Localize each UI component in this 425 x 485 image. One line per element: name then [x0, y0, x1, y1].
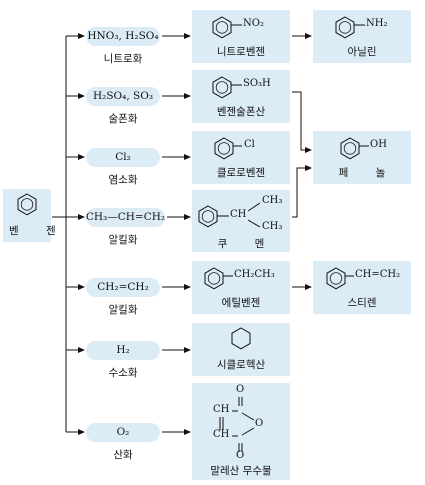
product-name-aniline: 아닐린: [347, 46, 377, 58]
anhydride-ring-oxygen: O: [255, 418, 264, 429]
vinyl-group-label: CH=CH₂: [355, 269, 401, 280]
hydroxyl-group-label: OH: [370, 139, 387, 150]
reagent-text-oxidation: O₂: [116, 426, 130, 438]
cumene-ch-label: CH: [230, 209, 247, 220]
reagent-text-alkylation-ethylene: CH₂=CH₂: [97, 281, 149, 293]
reaction-name-hydrogenation: 수소화: [108, 367, 138, 379]
product-name-styrene: 스티렌: [347, 297, 377, 309]
product-name-cyclohexane: 시클로헥산: [216, 359, 266, 371]
reaction-name-nitration: 니트로화: [103, 53, 143, 65]
product-box-nitrobenzene: NO₂ 니트로벤젠: [192, 10, 290, 63]
reaction-name-chlorination: 염소화: [108, 174, 138, 186]
reagent-pill-sulfonation: [86, 87, 160, 106]
benzene-label: 벤 젠: [9, 225, 68, 237]
maleic-anhydride-structure: [219, 397, 255, 452]
ethyl-group-label: CH₂CH₃: [234, 269, 275, 280]
reaction-name-sulfonation: 술폰화: [108, 113, 138, 125]
anhydride-bottom-oxygen: O: [236, 450, 245, 461]
product-box-aniline: NH₂ 아닐린: [313, 10, 411, 63]
reagent-pill-alkylation-ethylene: [86, 278, 160, 297]
phenol-structure: [340, 137, 369, 160]
reagent-pill-oxidation: [86, 423, 160, 442]
reaction-name-alkylation-propene: 알킬화: [108, 234, 138, 246]
reagent-pill-chlorination: [86, 148, 160, 167]
ethylbenzene-structure: [204, 267, 233, 290]
reaction-name-alkylation-ethylene: 알킬화: [108, 304, 138, 316]
anhydride-ch-bottom: CH: [213, 429, 230, 440]
product-box-cyclohexane: 시클로헥산: [192, 323, 290, 376]
benzenesulfonic-acid-structure: [212, 76, 242, 99]
product-name-maleic-anhydride: 말레산 무수물: [210, 465, 272, 477]
reagent-text-chlorination: Cl₂: [115, 151, 131, 163]
product-name-chlorobenzene: 클로로벤젠: [216, 167, 266, 179]
product-box-styrene: CH=CH₂ 스티렌: [313, 261, 411, 314]
reagent-pill-hydrogenation: [86, 341, 160, 360]
reagent-pill-alkylation-propene: [86, 208, 165, 227]
product-box-chlorobenzene: Cl 클로로벤젠: [192, 131, 290, 184]
reaction-name-oxidation: 산화: [113, 449, 133, 461]
aniline-structure: [335, 16, 365, 39]
product-box-cumene: CH CH₃ CH₃ 쿠 멘: [192, 190, 290, 252]
chlorobenzene-structure: [214, 137, 242, 160]
connector-lines: [52, 33, 312, 435]
cyclohexane-structure: [231, 327, 251, 350]
styrene-structure: [326, 267, 354, 290]
reagent-pill-nitration: [86, 27, 160, 46]
product-box-benzenesulfonic-acid: SO₃H 벤젠술폰산: [192, 70, 290, 123]
product-box-maleic-anhydride: O O O CH CH 말레산 무수물: [192, 383, 290, 480]
benzene-box: 벤 젠: [3, 189, 68, 242]
product-name-cumene: 쿠 멘: [217, 238, 277, 250]
product-box-phenol: OH 페 놀: [313, 131, 411, 184]
product-box-ethylbenzene: CH₂CH₃ 에틸벤젠: [192, 261, 290, 314]
cumene-methyl-bottom-label: CH₃: [262, 221, 283, 232]
cumene-structure: [198, 202, 261, 228]
reagent-text-nitration: HNO₃, H₂SO₄: [87, 30, 159, 42]
cumene-methyl-top-label: CH₃: [262, 195, 283, 206]
anhydride-top-oxygen: O: [236, 384, 245, 395]
reagent-text-sulfonation: H₂SO₄, SO₃: [92, 90, 154, 102]
benzene-ring-icon: [17, 193, 37, 216]
anhydride-ch-top: CH: [213, 404, 230, 415]
reagent-text-alkylation-propene: CH₃—CH=CH₂: [85, 211, 166, 223]
product-name-benzenesulfonic-acid: 벤젠술폰산: [216, 106, 266, 118]
chloro-group-label: Cl: [244, 139, 255, 150]
reagent-text-hydrogenation: H₂: [116, 344, 130, 356]
product-name-nitrobenzene: 니트로벤젠: [216, 46, 266, 58]
nitro-group-label: NO₂: [243, 18, 264, 29]
amino-group-label: NH₂: [366, 18, 388, 29]
sulfonic-group-label: SO₃H: [243, 78, 271, 89]
product-name-phenol: 페 놀: [338, 167, 398, 179]
product-name-ethylbenzene: 에틸벤젠: [221, 297, 261, 309]
nitrobenzene-structure: [212, 16, 242, 39]
